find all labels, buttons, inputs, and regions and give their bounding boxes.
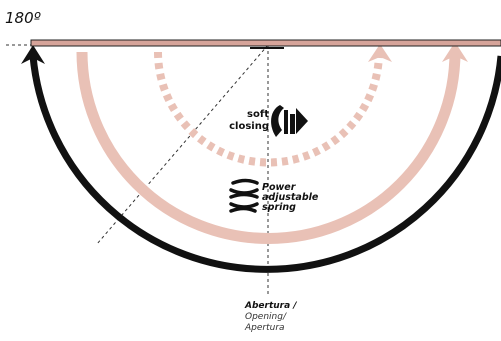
spring-label: Power adjustable spring (262, 183, 342, 213)
arrow-head-icon (21, 45, 45, 64)
opening-line1: Abertura / (245, 301, 297, 311)
arrow-head-icon (442, 42, 468, 62)
soft-closing-line1: soft (247, 109, 269, 120)
angle-label: 180º (5, 9, 41, 27)
opening-arc-black (29, 55, 501, 273)
spring-icon (229, 178, 259, 213)
spring-line2: adjustable (262, 192, 319, 203)
opening-arc-pink (76, 51, 461, 244)
opening-label: Abertura / Opening/ Apertura (245, 301, 365, 334)
door-panel (30, 39, 501, 47)
soft-closing-icon (271, 105, 308, 137)
opening-line3: Apertura (245, 323, 285, 333)
diagonal-guide-line (96, 44, 269, 245)
spring-line3: spring (262, 202, 296, 213)
soft-closing-label: soft closing (219, 109, 269, 133)
opening-line2: Opening/ (245, 312, 286, 322)
arrow-head-icon (368, 44, 392, 62)
spring-line1: Power (262, 182, 296, 193)
soft-closing-line2: closing (229, 121, 269, 132)
